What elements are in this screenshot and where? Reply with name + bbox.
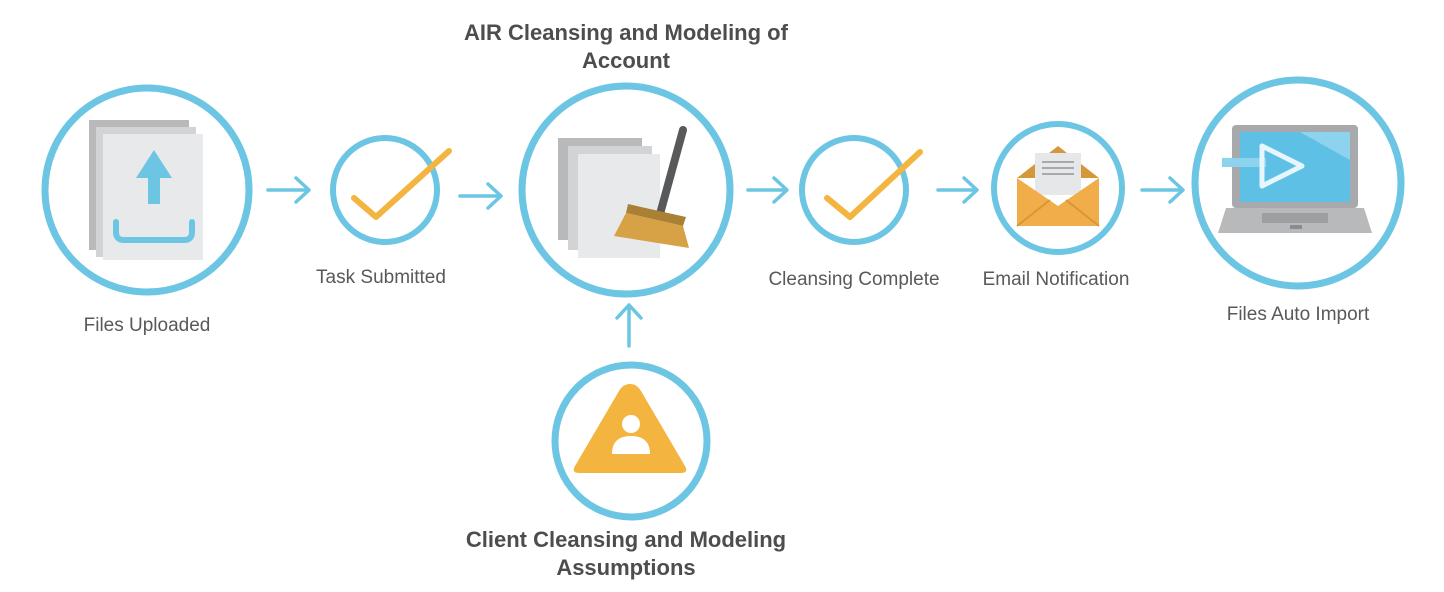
step-label-client-assumptions: Client Cleansing and Modeling Assumption… — [465, 527, 787, 580]
arrow-right-icon — [936, 176, 979, 204]
envelope-icon — [1016, 146, 1100, 227]
warning-user-icon — [573, 384, 687, 473]
step-label-files-auto-import: Files Auto Import — [1226, 304, 1370, 325]
checkmark-icon — [824, 149, 923, 220]
step-label-air-cleansing: AIR Cleansing and Modeling of Account — [464, 20, 788, 73]
broom-document-icon — [558, 126, 689, 258]
arrow-up-icon — [615, 303, 643, 348]
step-ring — [799, 135, 909, 245]
step-cleansing-complete — [799, 135, 923, 245]
step-files-uploaded — [41, 84, 253, 296]
step-ring — [1191, 76, 1405, 290]
step-ring — [41, 84, 253, 296]
step-label-files-uploaded: Files Uploaded — [83, 315, 211, 336]
arrow-right-icon — [1140, 176, 1185, 204]
step-label-email-notification: Email Notification — [982, 269, 1130, 290]
upload-document-icon — [89, 120, 203, 260]
step-ring — [518, 82, 734, 298]
step-ring — [991, 121, 1125, 255]
checkmark-icon — [351, 148, 452, 220]
step-air-cleansing — [518, 82, 734, 298]
step-task-submitted — [330, 135, 452, 245]
step-email-notification — [991, 121, 1125, 255]
step-ring — [551, 361, 711, 521]
step-client-assumptions — [551, 361, 711, 521]
step-files-auto-import — [1191, 76, 1405, 290]
step-ring — [330, 135, 440, 245]
step-label-cleansing-complete: Cleansing Complete — [768, 269, 940, 290]
arrow-right-icon — [458, 182, 503, 210]
arrow-right-icon — [746, 176, 789, 204]
arrow-right-icon — [266, 176, 311, 204]
laptop-import-icon — [1218, 125, 1372, 233]
step-label-task-submitted: Task Submitted — [316, 267, 446, 288]
